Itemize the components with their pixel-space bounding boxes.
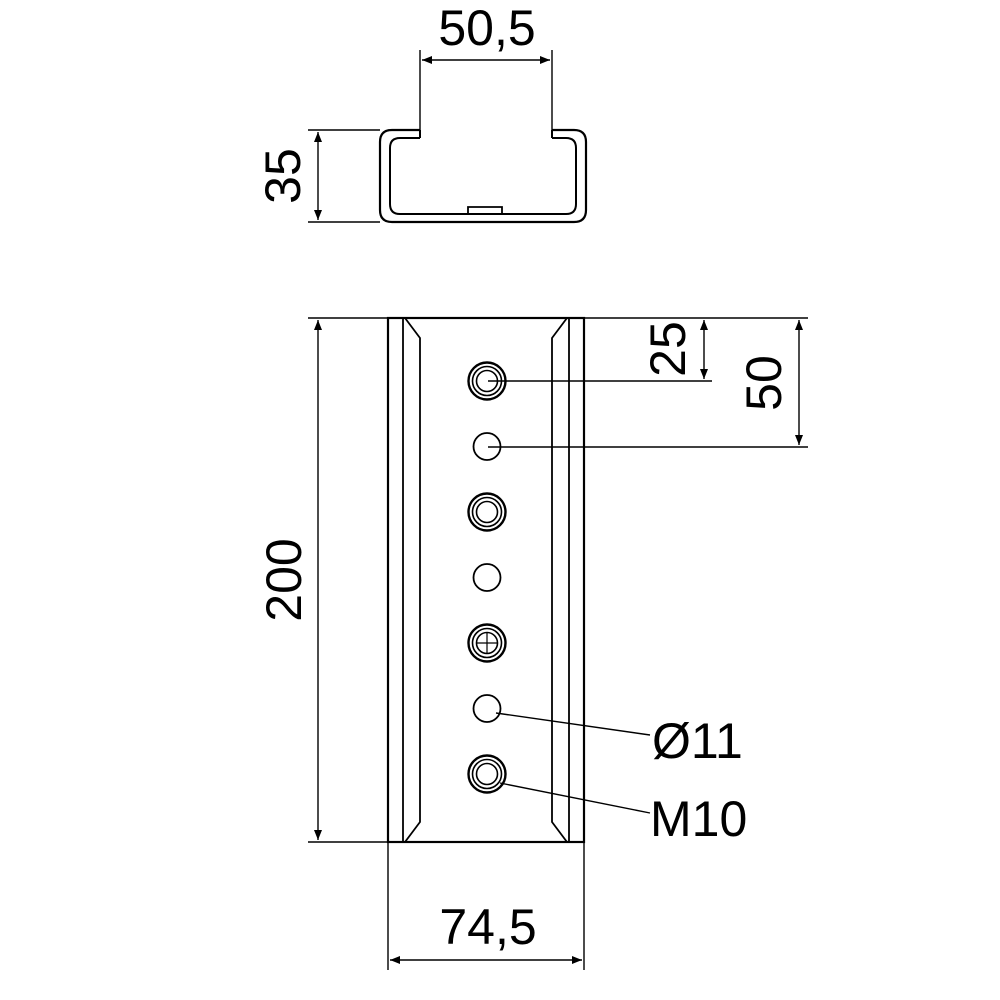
- threaded-hole: [467, 754, 507, 794]
- threaded-hole: [467, 623, 507, 663]
- front-height-dimension: 200: [256, 317, 388, 843]
- top-width-dimension: 50,5: [419, 0, 553, 130]
- front-height-label: 200: [256, 538, 312, 621]
- top-height-label: 35: [255, 148, 311, 204]
- nut-middle-ring: [471, 496, 503, 528]
- threaded-hole: [467, 492, 507, 532]
- nut-outer-ring: [467, 623, 507, 663]
- hole-outline: [472, 563, 502, 592]
- thread-bore: [475, 500, 499, 524]
- top-view-profile: [378, 128, 588, 224]
- top-width-label: 50,5: [438, 0, 535, 56]
- second-hole-offset-dimension: 50: [488, 317, 808, 448]
- hole-diameter-label: Ø11: [652, 713, 743, 769]
- hole-outline: [472, 694, 502, 723]
- first-hole-offset-label: 25: [640, 321, 696, 377]
- thread-callout: M10: [499, 782, 747, 847]
- nut-outer-ring: [467, 754, 507, 794]
- thread-label: M10: [650, 791, 747, 847]
- nut-outer-ring: [467, 492, 507, 532]
- first-hole-offset-dimension: 25: [488, 317, 712, 382]
- hole-column: [467, 361, 507, 794]
- nut-middle-ring: [471, 758, 503, 790]
- front-width-dimension: 74,5: [387, 842, 585, 970]
- thread-bore: [475, 762, 499, 786]
- top-height-dimension: 35: [255, 129, 380, 223]
- thread-bore: [475, 631, 499, 655]
- front-width-label: 74,5: [439, 899, 536, 955]
- plain-hole: [472, 563, 502, 592]
- nut-middle-ring: [471, 627, 503, 659]
- second-hole-offset-label: 50: [736, 355, 792, 411]
- hole-diameter-callout: Ø11: [495, 712, 743, 769]
- front-view-bracket: [386, 316, 586, 844]
- plain-hole: [472, 694, 502, 723]
